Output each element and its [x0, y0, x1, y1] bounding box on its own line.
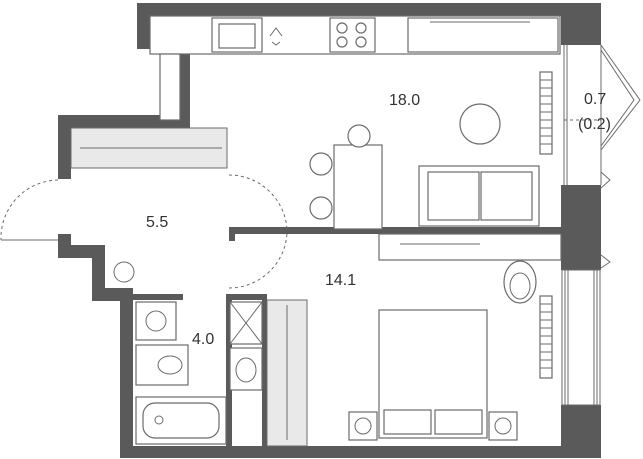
tv-unit: [378, 233, 562, 261]
room-area-hall: 5.5: [146, 214, 168, 231]
room-area-bedroom: 14.1: [325, 272, 356, 289]
round-table: [459, 103, 501, 145]
room-area-balcony-note: (0.2): [578, 116, 611, 133]
radiator-bedroom: [539, 295, 553, 379]
wardrobe-bedroom: [266, 299, 308, 447]
bathroom-fixtures: [135, 301, 263, 445]
room-area-balcony: 0.7: [584, 91, 606, 108]
radiator-living: [539, 71, 553, 155]
entrance-door: [0, 179, 59, 241]
room-area-living-kitchen: 18.0: [389, 92, 420, 109]
hall-door: [228, 174, 288, 289]
hall-washer-icon: [113, 261, 135, 283]
window-bedroom: [561, 269, 601, 406]
armchair: [503, 260, 537, 304]
balcony: [563, 44, 641, 269]
hood-icon: [269, 27, 283, 46]
room-area-bathroom: 4.0: [192, 331, 214, 348]
dining-set: [309, 124, 383, 230]
sofa: [418, 165, 540, 227]
bed: [348, 309, 518, 441]
kitchen-counter: [149, 15, 561, 121]
interior-walls: [133, 227, 561, 446]
outer-walls: [58, 3, 601, 458]
wardrobe-hall: [70, 127, 228, 169]
